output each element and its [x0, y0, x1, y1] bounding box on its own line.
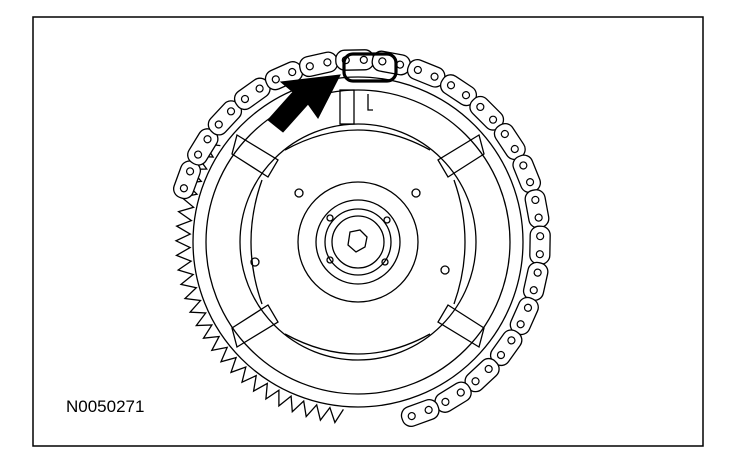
arrow-pointing-to-chain-link-icon — [267, 74, 341, 133]
chain-link — [522, 261, 549, 302]
chain-link — [512, 154, 542, 194]
sprocket-spokes — [231, 129, 485, 355]
chain-link — [298, 51, 339, 78]
reference-number: N0050271 — [66, 397, 145, 416]
chain-link — [509, 296, 539, 336]
chain-link — [529, 225, 551, 265]
highlighted-chain-link — [342, 52, 398, 83]
chain-link — [493, 122, 526, 161]
chain-link — [464, 357, 500, 393]
timing-chain — [172, 49, 551, 428]
timing-mark-slot — [339, 89, 373, 125]
figure-frame — [32, 16, 704, 447]
chain-link — [524, 189, 550, 229]
sprocket-body — [192, 76, 524, 408]
chain-link — [400, 398, 440, 428]
